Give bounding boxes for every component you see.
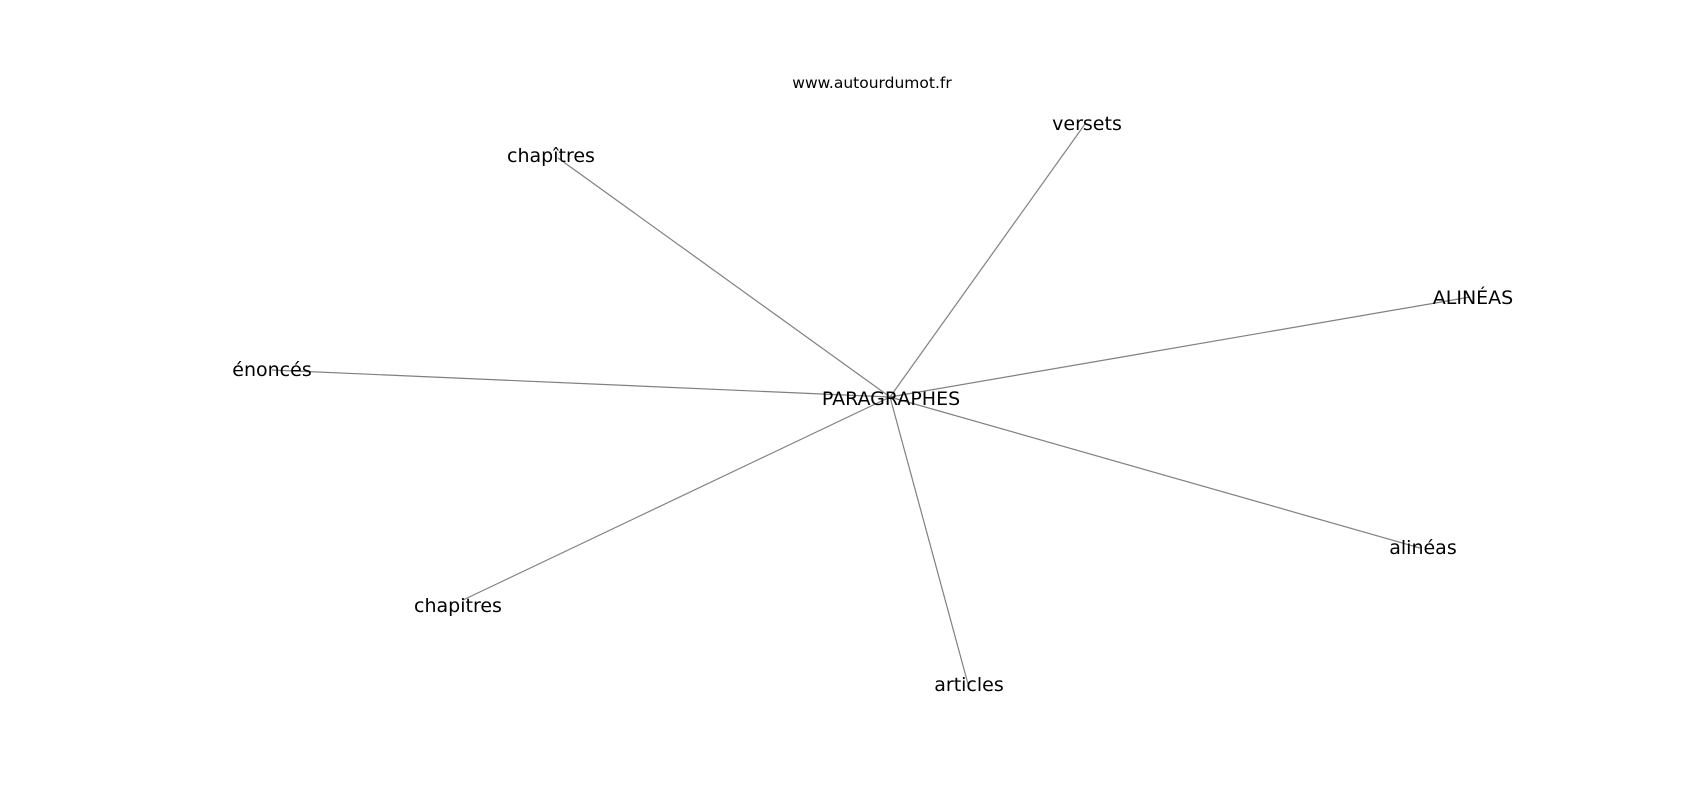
node-label-alineas[interactable]: alinéas <box>1389 537 1456 559</box>
graph-edges <box>271 123 1471 685</box>
edge-articles <box>889 396 969 685</box>
node-label-enonces[interactable]: énoncés <box>232 359 311 381</box>
node-label-chapitres-accent[interactable]: chapîtres <box>507 145 595 167</box>
edge-alineas <box>889 396 1421 549</box>
edge-enonces <box>271 369 891 398</box>
edge-chapitres-accent <box>557 157 891 398</box>
edge-chapitres <box>462 396 891 601</box>
edge-alineas-upper <box>889 296 1471 398</box>
node-label-alineas-upper[interactable]: ALINÉAS <box>1433 286 1513 309</box>
node-label-versets[interactable]: versets <box>1052 113 1122 135</box>
center-node-label[interactable]: PARAGRAPHES <box>822 388 960 410</box>
source-watermark: www.autourdumot.fr <box>792 74 952 92</box>
node-label-chapitres[interactable]: chapitres <box>414 595 502 617</box>
edge-versets <box>889 123 1086 398</box>
node-label-articles[interactable]: articles <box>934 674 1004 696</box>
